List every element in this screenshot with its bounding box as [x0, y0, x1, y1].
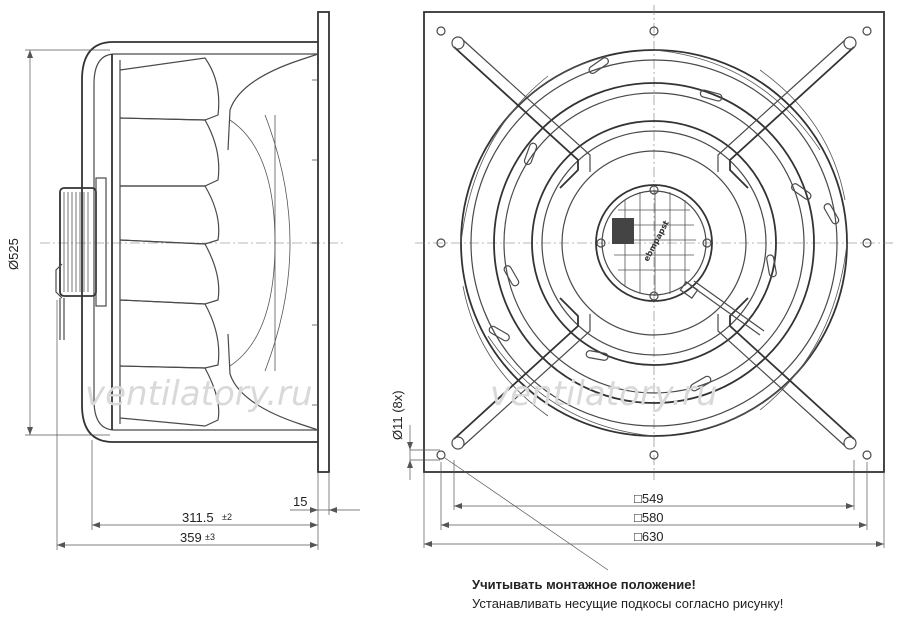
front-view: ebmpapst ventilatory.ru Ø11 (8x): [390, 5, 895, 571]
dim-total-tol: ±3: [205, 532, 215, 542]
dim-hole: Ø11 (8x): [390, 390, 609, 571]
dim-580-text: □580: [634, 510, 664, 525]
dim-diameter: Ø525: [6, 49, 110, 436]
terminal-box: [612, 218, 634, 244]
dim-diameter-text: Ø525: [6, 238, 21, 270]
mounting-plate-side: [317, 11, 330, 473]
support-struts-side: [81, 41, 318, 443]
dim-flange-text: 15: [293, 494, 307, 509]
dim-549-text: □549: [634, 491, 664, 506]
dim-total-text: 359: [180, 530, 202, 545]
dim-squares: □549 □580 □630: [423, 460, 885, 548]
side-view: Ø525 15 311.5 ±2 359 ±3 ventilator: [6, 11, 360, 550]
dim-hole-text: Ø11 (8x): [390, 390, 405, 440]
dim-depths: 15 311.5 ±2 359 ±3: [56, 300, 360, 550]
dim-630-text: □630: [634, 529, 664, 544]
impeller-front: [460, 49, 848, 437]
mounting-note: Учитывать монтажное положение! Устанавли…: [472, 575, 783, 613]
impeller-blades-side: [119, 57, 291, 427]
dim-inner-text: 311.5: [182, 510, 214, 525]
watermark-left: ventilatory.ru: [85, 374, 313, 414]
note-line-2: Устанавливать несущие подкосы согласно р…: [472, 596, 784, 611]
dim-inner-tol: ±2: [222, 512, 232, 522]
brand-logo: ebmpapst: [642, 219, 671, 263]
mounting-holes: [436, 26, 872, 460]
motor-side: [55, 177, 107, 340]
watermark-right: ventilatory.ru: [490, 374, 718, 414]
note-line-1: Учитывать монтажное положение!: [472, 577, 696, 592]
support-struts-front: [451, 36, 857, 450]
